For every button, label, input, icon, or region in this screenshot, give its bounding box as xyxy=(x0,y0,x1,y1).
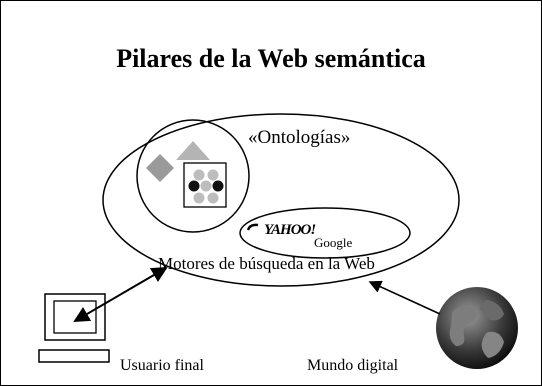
semantic-web-ellipse xyxy=(102,113,460,287)
computer-icon xyxy=(38,293,110,363)
end-user-label: Usuario final xyxy=(120,357,204,374)
ontologies-label: «Ontologías» xyxy=(248,127,351,148)
slide-title: Pilares de la Web semántica xyxy=(116,44,426,73)
search-logos: YAHOO! Google xyxy=(246,222,353,250)
yahoo-logo: YAHOO! xyxy=(264,222,315,238)
ontologies-circle xyxy=(136,119,250,233)
search-engines-label: Motores de búsqueda en la Web xyxy=(158,254,375,273)
user-arrow xyxy=(73,266,168,323)
ontology-shapes-icon xyxy=(146,141,227,208)
globe-icon xyxy=(436,287,518,369)
digital-world-label: Mundo digital xyxy=(307,357,399,374)
google-logo: Google xyxy=(314,235,353,250)
search-engines-ellipse xyxy=(239,207,411,259)
world-arrow xyxy=(368,280,441,315)
